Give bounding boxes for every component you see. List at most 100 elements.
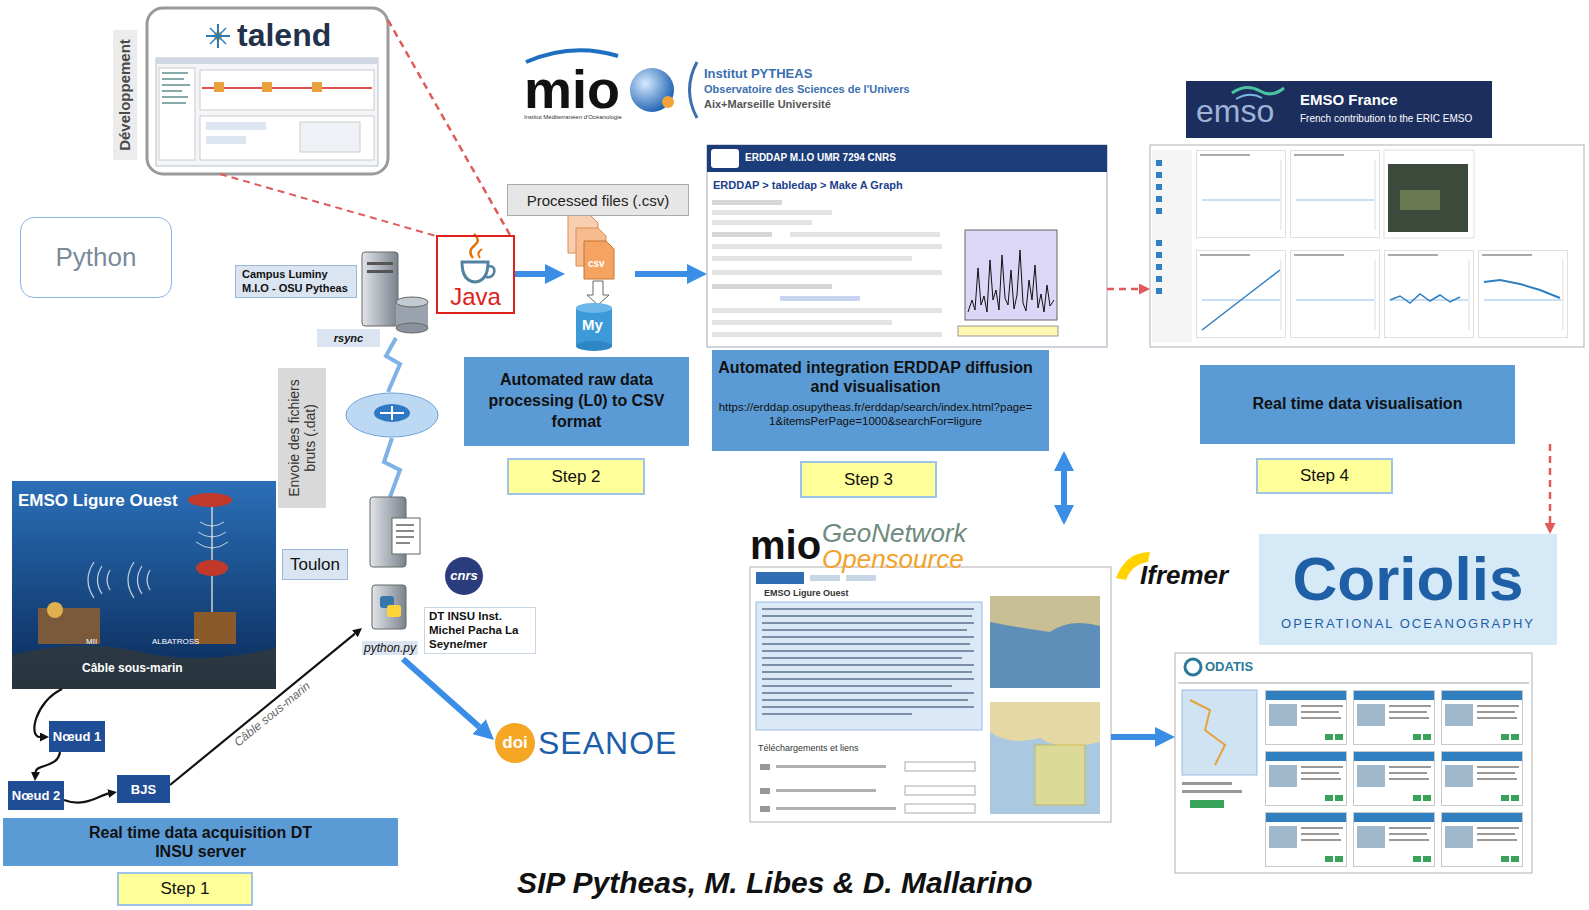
toulon-server bbox=[370, 497, 420, 567]
node-name: Nœud 1 bbox=[53, 729, 101, 744]
url: https://erddap.osupytheas.fr/erddap/sear… bbox=[717, 401, 1034, 429]
logo-text: SEANOE bbox=[538, 725, 677, 762]
emso-banner: emsoEMSO FranceFrench contribution to th… bbox=[1186, 81, 1492, 138]
site-label-box: Toulon bbox=[282, 549, 348, 580]
logo-text: ODATIS bbox=[1205, 659, 1253, 674]
instrument-label: ALBATROSS bbox=[152, 637, 199, 646]
logo-subtitle: OPERATIONAL OCEANOGRAPHY bbox=[1281, 616, 1535, 631]
step-box: Step 3 bbox=[800, 461, 937, 498]
logo-text: Institut PYTHEAS bbox=[704, 66, 812, 81]
edge-label: Câble sous-marin bbox=[232, 679, 314, 749]
transfer-label: Envoie des fichiers bruts (.dat) bbox=[278, 368, 326, 508]
dashboard-screenshot bbox=[1150, 145, 1584, 444]
coriolis-logo-box: CoriolisOPERATIONAL OCEANOGRAPHY bbox=[1259, 534, 1557, 645]
node-box: Nœud 2 bbox=[8, 781, 64, 810]
box-text: Processed files (.csv) bbox=[527, 192, 670, 209]
connector bbox=[36, 752, 61, 772]
step-label: Step 4 bbox=[1300, 466, 1349, 486]
doi-logo bbox=[495, 723, 535, 763]
site-name: Toulon bbox=[290, 555, 340, 575]
python-server bbox=[372, 585, 406, 629]
step-box: Step 4 bbox=[1256, 458, 1393, 494]
connector bbox=[635, 271, 687, 277]
java-box: Java bbox=[436, 235, 515, 314]
site-label-box: Campus Luminy M.I.O - OSU Pytheas bbox=[235, 265, 357, 298]
record-title: EMSO Ligure Ouest bbox=[764, 588, 849, 598]
odatis-screenshot bbox=[1175, 653, 1532, 873]
logo-text: mio bbox=[524, 62, 620, 116]
geonetwork-screenshot: mioGeoNetworkOpensourceEMSO Ligure Ouest… bbox=[750, 525, 1111, 822]
observatory-image: EMSO Ligure OuestMIIALBATROSSCâble sous-… bbox=[12, 481, 276, 689]
step-description: Real time data visualisation bbox=[1200, 395, 1515, 413]
step-label: Step 2 bbox=[551, 467, 600, 487]
banner-title: EMSO France bbox=[1300, 91, 1398, 108]
banner-subtitle: French contribution to the ERIC EMSO bbox=[1300, 113, 1472, 124]
node-name: Nœud 2 bbox=[12, 788, 60, 803]
connector bbox=[1111, 734, 1155, 740]
connector bbox=[64, 794, 108, 803]
script-name: python.py bbox=[362, 641, 418, 655]
odatis-screenshot: ODATIS bbox=[1175, 653, 1532, 873]
connector bbox=[403, 659, 479, 727]
logo-subtitle: Observatoire des Sciences de l'Univers bbox=[704, 83, 910, 95]
logo-subtitle: Institut Méditerranéen d'Océanologie bbox=[524, 114, 622, 120]
section-heading: Téléchargements et liens bbox=[758, 743, 859, 753]
zoom-leader-line bbox=[220, 174, 436, 236]
talend-screenshot bbox=[147, 8, 388, 174]
connector bbox=[515, 271, 545, 277]
geonetwork-screenshot bbox=[750, 567, 1111, 822]
logo-text: Java bbox=[438, 283, 513, 311]
cnrs-logo bbox=[445, 557, 483, 595]
step-box: Step 1 bbox=[117, 872, 253, 906]
file-type: csv bbox=[588, 258, 605, 269]
connector bbox=[1061, 471, 1067, 505]
network-links bbox=[346, 338, 438, 497]
logo-text: cnrs bbox=[446, 568, 482, 583]
campus-server bbox=[362, 252, 428, 333]
instrument-label: MII bbox=[86, 637, 97, 646]
process-box: Automated raw data processing (L0) to CS… bbox=[464, 357, 689, 446]
connector bbox=[1107, 288, 1139, 291]
step-description: Automated integration ERDDAP diffusion a… bbox=[717, 358, 1034, 396]
file-label-box: Processed files (.csv) bbox=[507, 184, 689, 216]
logo-text: doi bbox=[497, 733, 533, 753]
section-label: Développement bbox=[113, 30, 137, 160]
connector bbox=[388, 20, 510, 235]
dashboard-screenshot: Real time data visualisation bbox=[1150, 145, 1584, 444]
site-label-box: DT INSU Inst. Michel Pacha La Seyne/mer bbox=[424, 607, 536, 654]
site-name: Campus Luminy M.I.O - OSU Pytheas bbox=[242, 268, 350, 294]
step-description: Real time data acquisition DT INSU serve… bbox=[76, 823, 326, 861]
logo-text: talend bbox=[237, 18, 331, 53]
step-box: Step 2 bbox=[507, 458, 645, 495]
step-label: Step 1 bbox=[160, 879, 209, 899]
logo-text: GeoNetwork bbox=[822, 520, 967, 546]
transfer-text: Envoie des fichiers bruts (.dat) bbox=[280, 371, 324, 505]
seanoe-logo: doiSEANOE bbox=[494, 722, 680, 765]
emso-banner bbox=[1186, 81, 1492, 138]
node-box: Nœud 1 bbox=[49, 721, 105, 752]
database-label: My bbox=[582, 316, 603, 333]
caption: SIP Pytheas, M. Libes & D. Mallarino bbox=[517, 866, 1033, 900]
screen-header: ERDDAP M.I.O UMR 7294 CNRS bbox=[745, 151, 896, 164]
connector bbox=[1549, 444, 1552, 523]
csv-files-mysql bbox=[568, 215, 614, 351]
connector bbox=[170, 634, 355, 785]
java-logo bbox=[438, 234, 513, 312]
logo-text: Opensource bbox=[822, 546, 964, 572]
erddap-screenshot bbox=[707, 145, 1107, 451]
tool-name: Python bbox=[56, 242, 137, 273]
observatory-illustration bbox=[12, 481, 276, 689]
process-box: Real time data acquisition DT INSU serve… bbox=[3, 818, 398, 866]
logo-text: Coriolis bbox=[1293, 548, 1524, 610]
step-description: Automated raw data processing (L0) to CS… bbox=[478, 370, 675, 432]
breadcrumb: ERDDAP > tabledap > Make A Graph bbox=[713, 179, 903, 191]
erddap-screenshot: ERDDAP M.I.O UMR 7294 CNRS ERDDAP > table… bbox=[707, 145, 1107, 451]
node-name: BJS bbox=[131, 782, 156, 797]
protocol-name: rsync bbox=[334, 332, 363, 344]
tool-screenshot: Développement talend bbox=[112, 8, 388, 174]
script-server: python.py bbox=[362, 583, 420, 659]
step-label: Step 3 bbox=[844, 470, 893, 490]
